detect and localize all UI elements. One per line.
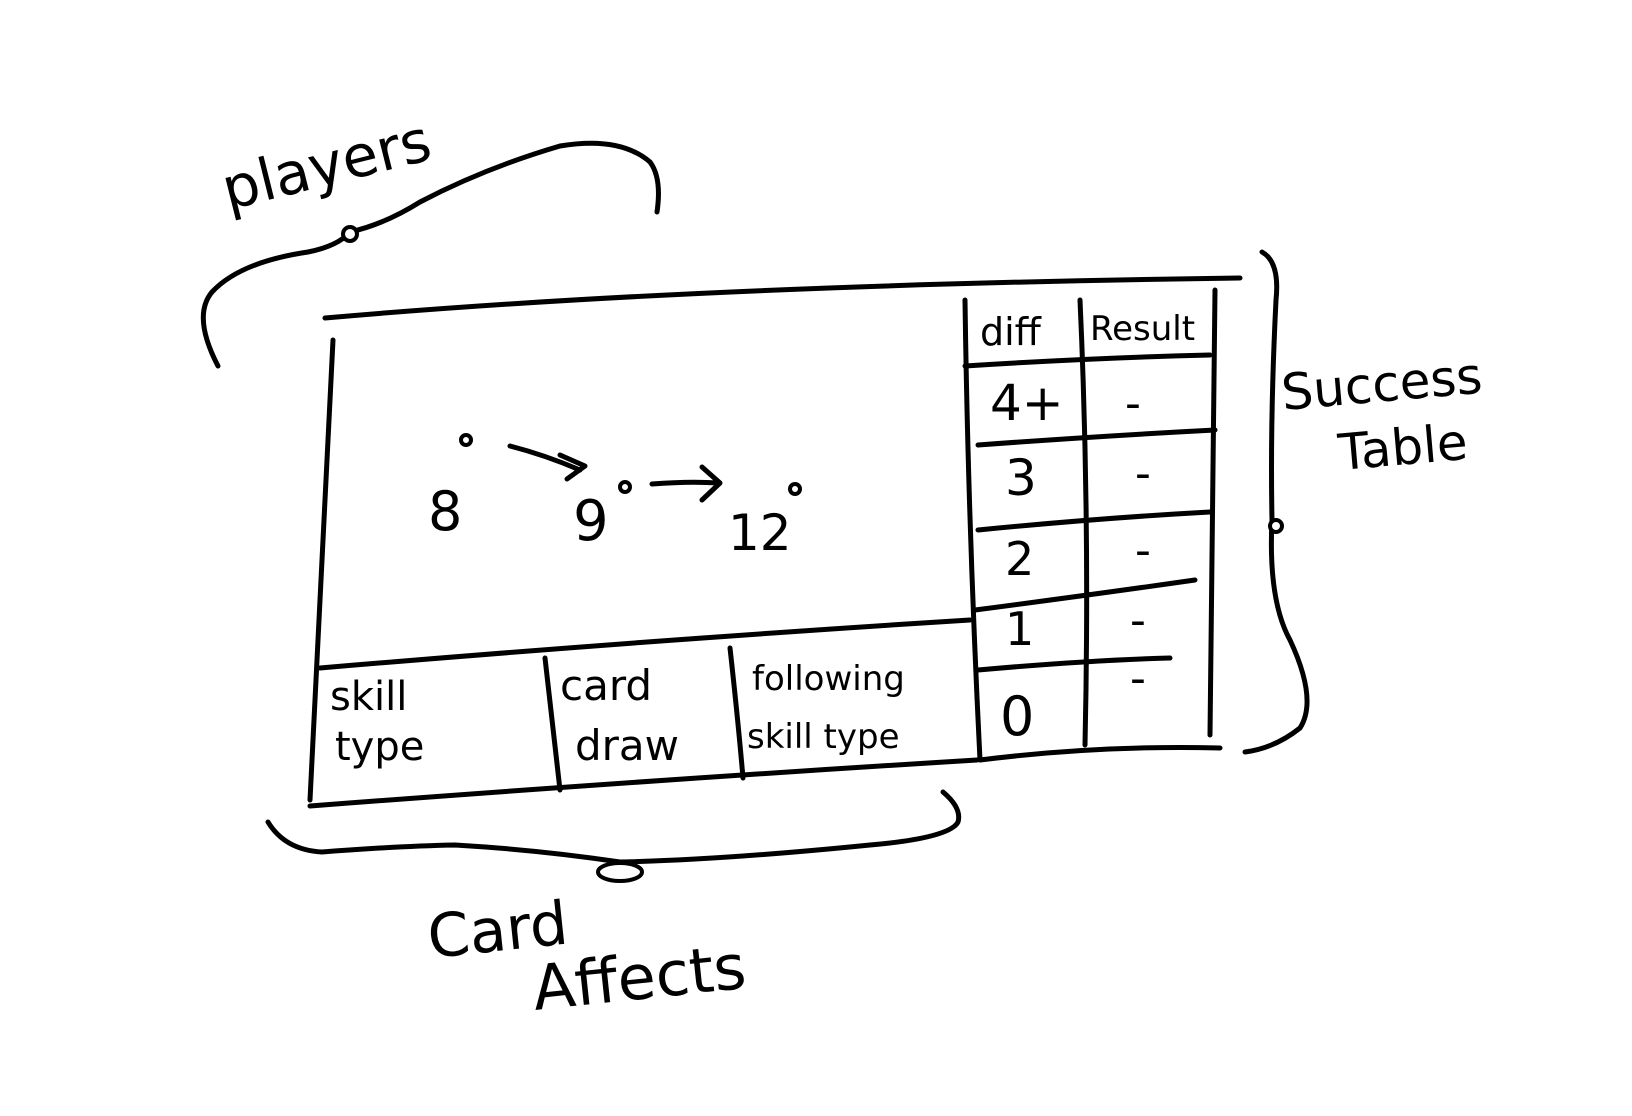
players-brace-knob xyxy=(341,225,359,243)
success-table-header-result: Result xyxy=(1090,309,1195,349)
success-row-result: - xyxy=(1135,448,1151,499)
success-row-diff: 4+ xyxy=(990,374,1064,432)
success-row-result: - xyxy=(1135,525,1151,576)
main-frame xyxy=(307,275,1243,809)
success-row-diff: 1 xyxy=(1005,602,1034,656)
success-row-diff: 3 xyxy=(1005,449,1037,507)
players-brace xyxy=(200,140,661,369)
arrow-8-to-9 xyxy=(507,443,588,482)
card-cell-card-draw-line1: card xyxy=(560,661,652,710)
success-table-header-diff: diff xyxy=(980,310,1042,354)
success-row-diff: 2 xyxy=(1005,532,1034,586)
success-label-line1: Success xyxy=(1279,347,1485,422)
player-path xyxy=(459,433,802,503)
player-number-12: 12 xyxy=(728,504,792,562)
player-number-8: 8 xyxy=(428,480,462,543)
card-cell-skill-type-line1: skill xyxy=(330,674,407,720)
card-cell-skill-type-line2: type xyxy=(335,724,424,770)
success-table-brace xyxy=(1242,249,1310,755)
player-dot-9 xyxy=(618,480,632,494)
player-number-9: 9 xyxy=(573,489,609,554)
success-row-result: - xyxy=(1130,653,1146,704)
player-dot-12 xyxy=(788,482,802,496)
card-affects-label-line1: Card xyxy=(424,889,571,973)
arrow-9-to-12 xyxy=(649,464,723,503)
success-row-result: - xyxy=(1130,595,1146,646)
success-row-result: - xyxy=(1125,378,1141,429)
card-cell-card-draw-line2: draw xyxy=(575,721,679,770)
card-cell-following-line2: skill type xyxy=(747,717,900,757)
success-table-grid xyxy=(962,287,1223,763)
success-table-brace-knob xyxy=(1268,518,1284,534)
success-row-diff: 0 xyxy=(1000,685,1034,748)
player-dot-8 xyxy=(459,433,473,447)
card-cell-dividers xyxy=(542,645,746,793)
card-affects-brace-knob xyxy=(596,861,644,883)
card-cell-following-line1: following xyxy=(752,659,905,699)
success-label-line2: Table xyxy=(1335,413,1470,482)
players-label: players xyxy=(215,106,438,223)
